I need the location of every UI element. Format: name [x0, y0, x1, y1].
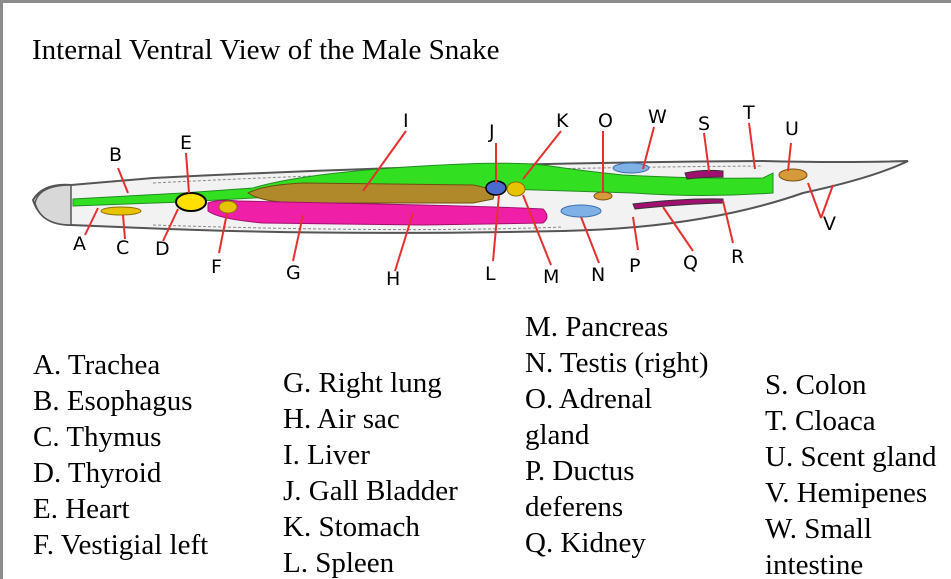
spleen-pancreas-organ — [507, 182, 525, 196]
legend-item: O. Adrenal gland — [525, 381, 695, 453]
legend-item: M. Pancreas — [525, 309, 735, 345]
legend-column-1: A. Trachea B. Esophagus C. Thymus D. Thy… — [33, 347, 263, 563]
thymus-organ — [101, 207, 141, 215]
legend-item: E. Heart — [33, 491, 263, 527]
legend-item: A. Trachea — [33, 347, 263, 383]
scent-gland-organ — [779, 169, 807, 181]
legend-item: S. Colon — [765, 367, 951, 403]
label-n: N — [591, 264, 605, 286]
legend-item: P. Ductus deferens — [525, 453, 695, 525]
testis-organ — [561, 205, 601, 217]
label-g: G — [286, 262, 301, 284]
legend-item: J. Gall Bladder — [283, 473, 498, 509]
label-e: E — [180, 132, 192, 154]
legend-item: C. Thymus — [33, 419, 263, 455]
label-b: B — [109, 144, 122, 166]
label-q: Q — [683, 252, 698, 274]
label-u: U — [785, 118, 799, 140]
legend-item: H. Air sac — [283, 401, 498, 437]
label-o: O — [598, 110, 613, 132]
label-w: W — [648, 106, 667, 128]
label-c: C — [116, 237, 129, 259]
label-j: J — [488, 121, 495, 143]
label-p: P — [629, 255, 640, 277]
label-l: L — [485, 263, 496, 285]
legend-item: D. Thyroid — [33, 455, 263, 491]
legend-item: W. Small intestine — [765, 511, 915, 579]
legend-item: K. Stomach — [283, 509, 498, 545]
label-k: K — [556, 110, 569, 132]
legend-column-2: G. Right lung H. Air sac I. Liver J. Gal… — [283, 365, 498, 579]
legend-item: F. Vestigial left — [33, 527, 263, 563]
label-a: A — [73, 233, 86, 255]
heart-organ — [176, 193, 206, 211]
label-r: R — [731, 246, 744, 268]
label-s: S — [698, 113, 710, 135]
legend-item: G. Right lung — [283, 365, 498, 401]
legend-item: I. Liver — [283, 437, 498, 473]
legend-item: N. Testis (right) — [525, 345, 735, 381]
legend-column-3: M. Pancreas N. Testis (right) O. Adrenal… — [525, 309, 735, 561]
legend-item: U. Scent gland — [765, 439, 951, 475]
label-d: D — [155, 238, 170, 260]
label-m: M — [543, 266, 559, 288]
gall-bladder-organ — [486, 181, 506, 195]
legend-item: L. Spleen — [283, 545, 498, 579]
liver-organ — [248, 183, 494, 203]
legend-item: T. Cloaca — [765, 403, 951, 439]
adrenal-organ — [594, 192, 612, 200]
legend-item: Q. Kidney — [525, 525, 735, 561]
legend-item: V. Hemipenes — [765, 475, 951, 511]
vestigial-lung-organ — [219, 201, 237, 213]
label-f: F — [211, 256, 222, 278]
legend-column-4: S. Colon T. Cloaca U. Scent gland V. Hem… — [765, 367, 951, 579]
label-i: I — [403, 110, 409, 132]
label-h: H — [386, 268, 400, 290]
label-v: V — [823, 213, 836, 235]
legend-item: B. Esophagus — [33, 383, 263, 419]
label-t: T — [742, 102, 755, 124]
